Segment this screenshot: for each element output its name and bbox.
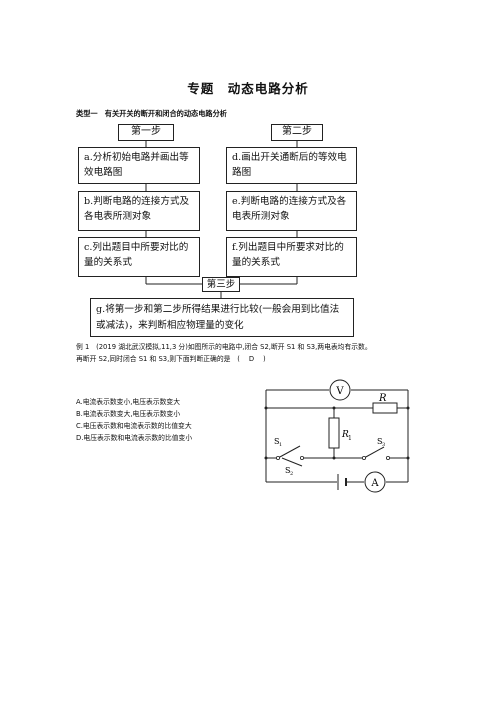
box-c: c.列出题目中所要对比的量的关系式 [78,237,200,277]
ammeter-label: A [370,478,379,489]
section-heading: 类型一 有关开关的断开和闭合的动态电路分析 [76,109,227,118]
switch-s2-label: S [285,466,290,475]
option-c: C.电压表示数和电流表示数的比值变大 [76,422,192,430]
voltmeter-label: V [335,386,344,397]
page-title: 专题 动态电路分析 [187,81,309,96]
switch-s3-label: S [377,437,382,446]
step2-label: 第二步 [271,124,323,141]
box-g: g.将第一步和第二步所得结果进行比较(一般会用到比值法或减法)，来判断相应物理量… [90,298,354,337]
switch-s1-label: S [274,437,279,446]
example-line-1: 例 1 (2019 湖北武汉模拟,11,3 分)如图所示的电路中,闭合 S2,断… [76,343,372,351]
box-b: b.判断电路的连接方式及各电表所测对象 [78,191,200,231]
step3-label: 第三步 [202,277,240,292]
switch-s1-sub: 1 [279,442,282,448]
box-e: e.判断电路的连接方式及各电表所测对象 [226,191,357,231]
resistor-r1-sub: 1 [348,435,352,442]
example-line-2: 再断开 S2,同时闭合 S1 和 S3,则下面判断正确的是 ( D ) [76,355,266,363]
option-b: B.电流表示数变大,电压表示数变小 [76,410,181,418]
resistor-r-label: R [378,393,387,404]
switch-s3-sub: 3 [382,442,385,448]
option-d: D.电压表示数和电流表示数的比值变小 [76,434,193,442]
box-f: f.列出题目中所要求对比的量的关系式 [226,237,357,277]
option-a: A.电流表示数变小,电压表示数变大 [76,398,181,406]
step1-label: 第一步 [118,124,174,141]
resistor-r1-label: R [341,430,349,440]
box-d: d.画出开关通断后的等效电路图 [226,147,357,184]
switch-s2-sub: 2 [290,471,293,477]
box-a: a.分析初始电路并画出等效电路图 [78,147,200,184]
